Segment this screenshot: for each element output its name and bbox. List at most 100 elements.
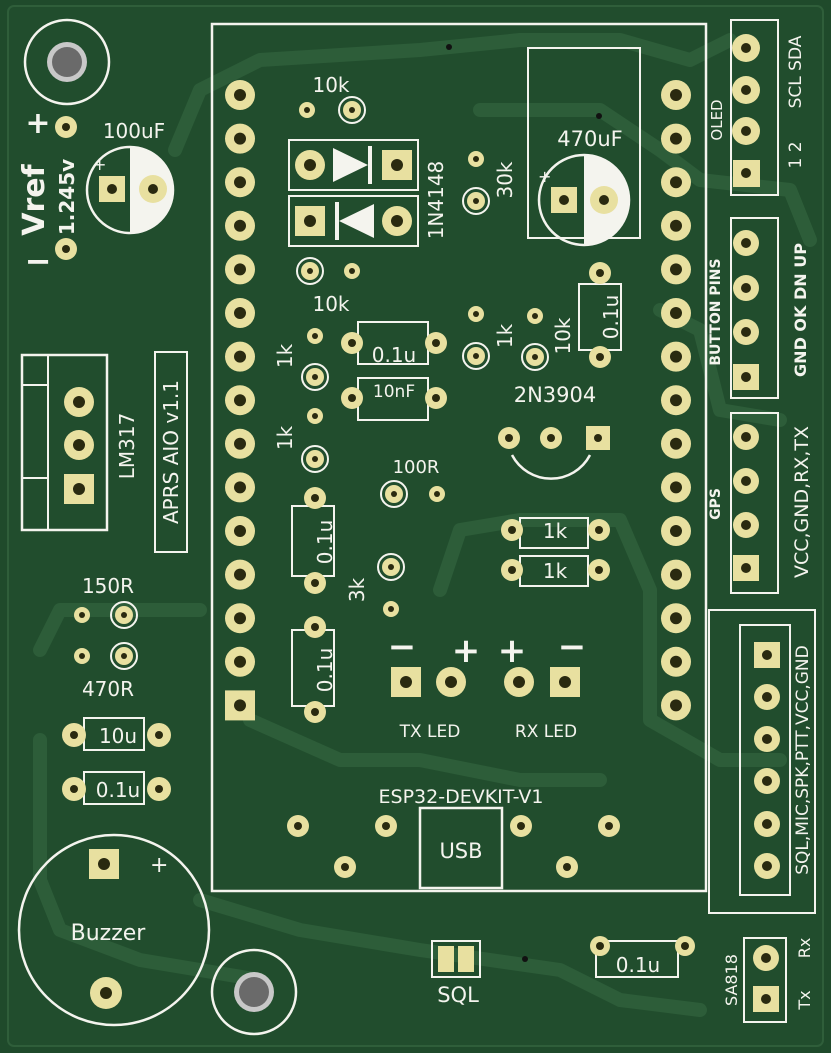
oled-header: OLED SCL SDA 1 2 [708,19,806,196]
tx-led: − + TX LED [388,627,481,742]
header-pin-hole [670,699,682,712]
r1k-e: 1k [501,555,610,587]
sa818-label: SA818 [722,954,741,1006]
diode-1n4148: 1N4148 [288,139,448,247]
r1k-e-label: 1k [543,559,568,583]
header-pin-hole [234,568,246,581]
header-pin-hole [670,89,682,101]
tx-led-plus: + [452,631,481,671]
header-pin-hole [234,307,246,319]
diode-label: 1N4148 [424,161,448,240]
r100-label: 100R [393,457,440,478]
board-title: APRS AIO v1.1 [159,380,183,524]
r1k-c: 1k [462,306,517,370]
header-pin-hole [234,132,246,145]
r10k-top: 10k [299,73,366,124]
r30k: 30k [462,151,517,215]
cap-100uf: + 100uF [85,119,175,235]
r3k: 3k [345,553,405,617]
oled-label: OLED [708,99,726,140]
header-pin-hole [234,612,246,625]
button-pins-label: BUTTON PINS [708,258,724,365]
buzzer: + Buzzer [17,833,211,1027]
header-pin-hole [670,219,682,232]
header-pin-hole [234,655,246,668]
sa818-rx-label: Rx [795,938,814,959]
cap-100uf-label: 100uF [103,119,165,143]
tx-led-minus: − [388,627,417,667]
cap-01u-d: 0.1u [62,771,171,805]
cap-01u-a-label: 0.1u [372,343,416,367]
svg-text:+: + [150,853,168,878]
r10k-c-label: 10k [551,317,575,354]
header-pin-hole [670,132,682,145]
r470-label: 470R [82,677,134,701]
vref-value: 1.245v [55,159,79,235]
header-pin-hole [234,525,246,537]
header-pin-hole [670,176,682,189]
cap-01u-c: 0.1u [291,616,337,723]
cap-10nf: 10nF [341,377,447,421]
r10k-mid-label: 10k [312,292,349,316]
rx-led-minus: − [558,627,587,667]
header-pin-hole [670,568,682,581]
header-pin-hole [670,263,682,276]
cap-01u-a: 0.1u [341,321,447,367]
title-box [154,351,188,553]
sql-label: SQL [437,983,479,1007]
header-pin-hole [670,481,682,494]
cap-10u: 10u [62,717,171,751]
cap-470uf-label: 470uF [557,127,622,151]
r1k-c-label: 1k [493,323,517,348]
r10k-mid: 10k [296,257,360,316]
r1k-a-label: 1k [273,343,297,368]
esp32-outline [210,22,708,893]
rx-led-label: RX LED [515,722,577,742]
gps-header: GPS VCC,GND,RX,TX [708,412,813,594]
cap-01u-b: 0.1u [291,487,337,594]
header-pin-hole [234,350,246,363]
rx-led-plus: + [498,631,527,671]
r1k-d: 1k [501,517,610,549]
mounting-hole-top-left [23,18,111,106]
header-pin-hole [670,612,682,625]
r100: 100R [380,457,445,508]
radio-pin-labels: SQL,MIC,SPK,PTT,VCC,GND [793,645,813,874]
cap-01u-bottom-label: 0.1u [616,953,660,977]
r3k-label: 3k [345,577,369,602]
lm317-label: LM317 [115,413,139,480]
r10k-top-label: 10k [312,73,349,97]
buzzer-label: Buzzer [71,921,147,946]
cap-01u-right-label: 0.1u [599,295,623,339]
sa818-tx-label: Tx [795,990,814,1010]
vref-label: Vref [17,163,52,235]
button-header: BUTTON PINS GND OK DN UP [708,217,810,399]
header-pin-hole [234,219,246,232]
esp32-bottom-pads [287,815,620,878]
header-pin-hole [670,350,682,363]
gps-label: GPS [708,488,724,520]
header-pin-hole [234,176,246,189]
usb-outline [418,806,504,890]
sql-jumper: SQL [431,940,528,1007]
header-pin-hole [670,307,682,319]
lm317: LM317 [20,353,139,532]
cap-01u-d-label: 0.1u [96,778,140,802]
sa818-header: SA818 Rx Tx [722,937,814,1023]
mounting-hole-bottom [210,948,298,1036]
header-pin-hole [670,525,682,537]
header-pin-hole [670,394,682,407]
header-pin-hole [234,481,246,494]
r1k-b: 1k [273,408,329,473]
r1k-b-label: 1k [273,425,297,450]
header-pin-hole [670,655,682,668]
cap-01u-c-label: 0.1u [313,648,337,692]
cap-01u-bottom: 0.1u [590,936,695,978]
usb-label: USB [439,839,482,863]
vref-plus: + [25,106,50,141]
esp32-right-header [661,80,691,721]
esp32-left-header [225,80,255,721]
esp32-label: ESP32-DEVKIT-V1 [379,786,544,808]
cap-01u-right: 0.1u [578,262,623,368]
